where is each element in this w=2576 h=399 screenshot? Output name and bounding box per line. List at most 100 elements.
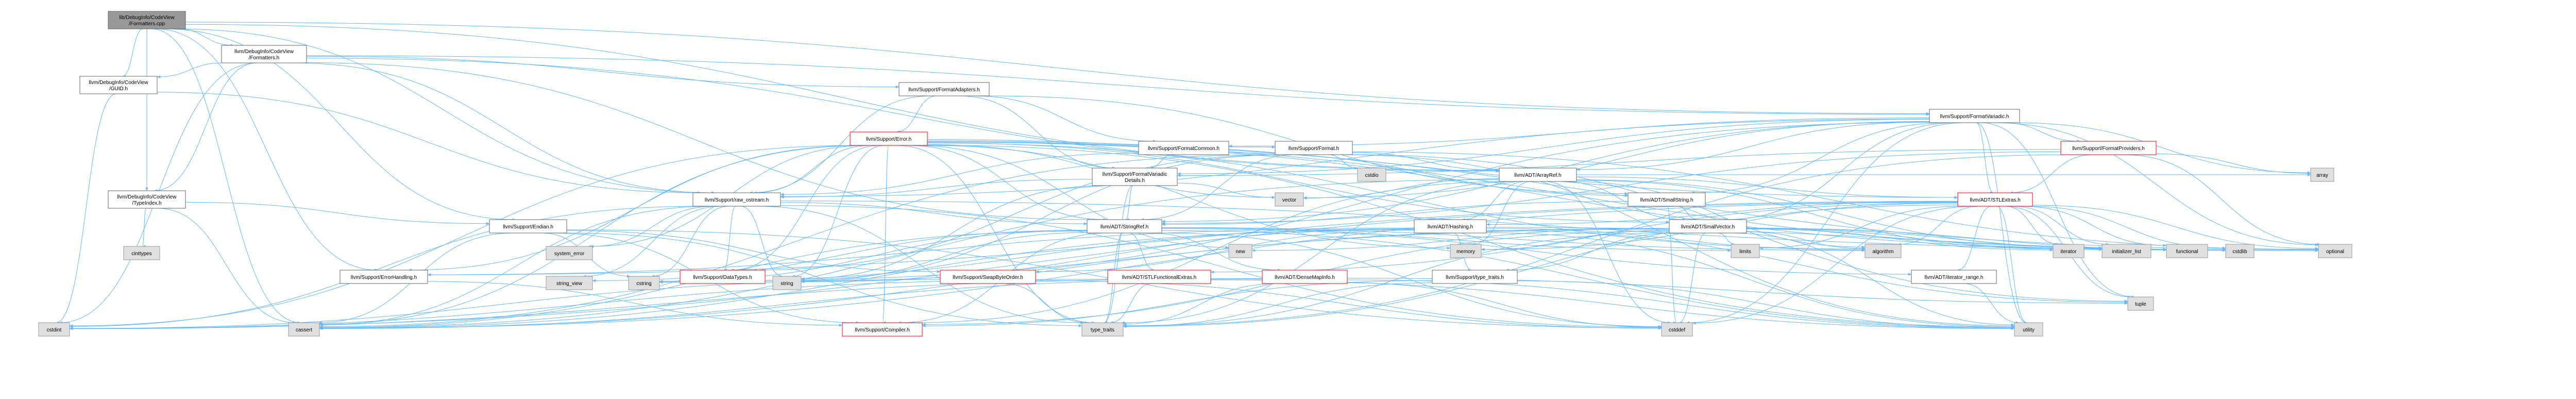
node-box: [1628, 192, 1706, 207]
node-compiler-h[interactable]: llvm/Support/Compiler.h: [842, 322, 923, 337]
edge-root-to-raw_ostream_h: [175, 28, 715, 194]
node-stringref-h[interactable]: llvm/ADT/StringRef.h: [1087, 219, 1162, 234]
node-label: llvm/ADT/DenseMapInfo.h: [1275, 275, 1335, 280]
node-label: llvm/Support/Compiler.h: [855, 327, 909, 333]
node-label: llvm/ADT/SmallString.h: [1640, 197, 1693, 203]
node-box: [1357, 168, 1386, 182]
node-label: cstdlib: [2232, 249, 2247, 255]
node-type-traits-h[interactable]: llvm/Support/type_traits.h: [1432, 270, 1518, 284]
node-label: cinttypes: [131, 251, 151, 257]
node-typeindex-h[interactable]: llvm/DebugInfo/CodeView/TypeIndex.h: [108, 190, 186, 209]
node-box: [628, 276, 660, 290]
node-box: [2310, 168, 2334, 182]
node-raw-ostream-h[interactable]: llvm/Support/raw_ostream.h: [692, 192, 781, 207]
node-cstdlib: cstdlib: [2225, 244, 2255, 258]
edge-error_h-to-cstdint: [69, 145, 860, 327]
node-formatvariadic-h[interactable]: llvm/Support/FormatVariadic.h: [1929, 109, 2020, 123]
edge-format_h-to-arrayref_h: [1352, 152, 1500, 172]
node-label: functional: [2176, 249, 2198, 255]
edge-error_h-to-new: [909, 145, 1229, 249]
node-system-error: system_error: [546, 246, 593, 260]
edge-raw_ostream_h-to-string_view: [583, 206, 723, 278]
node-box: [1911, 270, 1997, 284]
edge-formatters_h-to-guid_h: [157, 62, 223, 78]
edge-raw_ostream_h-to-datatypes_h: [723, 206, 736, 272]
node-new: new: [1228, 244, 1252, 258]
node-iterator: iterator: [2053, 244, 2084, 258]
edge-stlextras_h-to-utility: [1996, 206, 2027, 324]
edge-arrayref_h-to-cassert: [319, 179, 1500, 329]
node-densemapinfo-h[interactable]: llvm/ADT/DenseMapInfo.h: [1262, 270, 1348, 284]
node-endian-h[interactable]: llvm/Support/Endian.h: [489, 219, 567, 234]
node-label: llvm/Support/ErrorHandling.h: [351, 275, 417, 280]
node-limits: limits: [1731, 244, 1760, 258]
node-root[interactable]: lib/DebugInfo/CodeView/Formatters.cpp: [108, 11, 186, 29]
edge-arrayref_h-to-smallvector_h: [1560, 181, 1686, 221]
node-label: /TypeIndex.h: [132, 201, 161, 206]
edge-raw_ostream_h-to-stringref_h: [780, 202, 1088, 225]
node-label: llvm/Support/FormatProviders.h: [2072, 146, 2145, 152]
edge-formatvariadic_h-to-utility: [1976, 122, 2027, 324]
node-label: llvm/Support/type_traits.h: [1446, 275, 1504, 280]
edge-endian_h-to-type_traits: [565, 232, 1082, 327]
edge-stringref_h-to-densemapinfo_h: [1148, 232, 1281, 272]
node-label: llvm/ADT/StringRef.h: [1100, 224, 1148, 230]
edge-arrayref_h-to-algorithm: [1568, 181, 1866, 249]
node-swapbyteorder-h[interactable]: llvm/Support/SwapByteOrder.h: [940, 270, 1036, 284]
node-iterator-range-h[interactable]: llvm/ADT/iterator_range.h: [1911, 270, 1997, 284]
node-formatproviders-h[interactable]: llvm/Support/FormatProviders.h: [2060, 141, 2157, 155]
edge-raw_ostream_h-to-cstdint: [69, 206, 702, 328]
node-error-h[interactable]: llvm/Support/Error.h: [850, 131, 928, 146]
node-formatters-h[interactable]: llvm/DebugInfo/CodeView/Formatters.h: [221, 45, 307, 63]
node-smallstring-h[interactable]: llvm/ADT/SmallString.h: [1628, 192, 1706, 207]
edge-smallvector_h-to-type_traits_h: [1505, 232, 1677, 272]
node-cstdint: cstdint: [38, 322, 70, 337]
edge-typeindex_h-to-cassert: [157, 208, 296, 324]
node-label: llvm/Support/DataTypes.h: [693, 275, 752, 280]
node-label: cstddef: [1669, 327, 1685, 333]
edge-formatadapters_h-to-raw_ostream_h: [749, 95, 932, 194]
edge-formatters_h-to-stringref_h: [306, 62, 1091, 221]
edge-error_h-to-stringref_h: [906, 145, 1107, 221]
node-label: cstring: [636, 281, 651, 287]
edge-format_h-to-cstdio: [1328, 154, 1358, 170]
node-tuple: tuple: [2127, 296, 2154, 311]
edge-smallvector_h-to-cstddef: [1679, 232, 1706, 324]
node-guid-h[interactable]: llvm/DebugInfo/CodeView/GUID.h: [79, 76, 158, 94]
edge-stlfunctionalextras_h-to-cstdint: [69, 279, 1108, 330]
node-box: [79, 76, 158, 94]
node-arrayref-h[interactable]: llvm/ADT/ArrayRef.h: [1499, 168, 1577, 182]
node-label: tuple: [2135, 302, 2146, 307]
node-stlextras-h[interactable]: llvm/ADT/STLExtras.h: [1957, 192, 2033, 207]
node-formatcommon-h[interactable]: llvm/Support/FormatCommon.h: [1138, 141, 1229, 155]
edge-formatvariadic_h-to-array: [2014, 122, 2311, 174]
node-cstring: cstring: [628, 276, 660, 290]
edge-stlextras_h-to-limits: [1759, 206, 1963, 250]
edge-error_h-to-raw_ostream_h: [753, 145, 872, 194]
edge-format_h-to-datatypes_h: [753, 154, 1283, 272]
node-box: [899, 82, 990, 96]
edge-error_h-to-cassert: [319, 145, 869, 326]
edge-formatvariadic_h-to-vector: [1303, 121, 1930, 200]
edge-formatcommon_h-to-raw_ostream_h: [780, 153, 1139, 196]
node-array: array: [2310, 168, 2334, 182]
edge-smallstring_h-to-smallvector_h: [1676, 206, 1698, 221]
edge-root-to-cassert: [151, 28, 301, 324]
node-datatypes-h[interactable]: llvm/Support/DataTypes.h: [680, 270, 766, 284]
edge-stlextras_h-to-cstdlib: [2027, 206, 2226, 250]
edge-formatters_h-to-raw_ostream_h: [292, 62, 715, 194]
node-format-h[interactable]: llvm/Support/Format.h: [1275, 141, 1353, 155]
node-label: string: [781, 281, 793, 287]
node-box: [108, 190, 186, 209]
edge-format_h-to-string: [801, 154, 1288, 281]
node-label: vector: [1282, 197, 1297, 203]
node-formatadapters-h[interactable]: llvm/Support/FormatAdapters.h: [899, 82, 990, 96]
node-label: llvm/Support/raw_ostream.h: [705, 197, 769, 203]
node-hashing-h[interactable]: llvm/ADT/Hashing.h: [1414, 219, 1487, 234]
node-stlfunctionalextras-h[interactable]: llvm/ADT/STLFunctionalExtras.h: [1107, 270, 1211, 284]
node-box: [680, 270, 766, 284]
node-errorhandling-h[interactable]: llvm/Support/ErrorHandling.h: [340, 270, 428, 284]
node-optional: optional: [2318, 244, 2352, 258]
node-smallvector-h[interactable]: llvm/ADT/SmallVector.h: [1669, 219, 1747, 234]
